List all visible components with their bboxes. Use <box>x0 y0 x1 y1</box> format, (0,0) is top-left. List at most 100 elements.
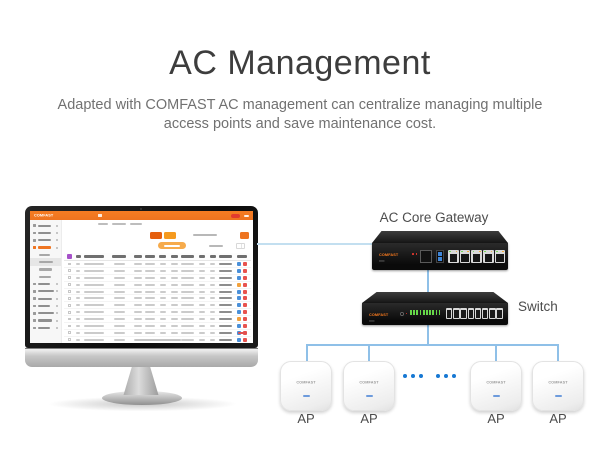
notification-badge <box>231 213 240 218</box>
table-cell <box>157 304 169 307</box>
line-monitor-gateway <box>257 243 372 245</box>
table-cell <box>82 311 107 314</box>
table-cell <box>157 283 169 286</box>
switch-ethernet-port <box>453 308 460 319</box>
table-cell <box>217 331 233 334</box>
table-cell <box>169 276 180 279</box>
gateway-ethernet-port <box>494 250 506 263</box>
switch-ethernet-port <box>489 308 496 319</box>
table-cell <box>107 324 132 327</box>
table-cell <box>208 311 217 314</box>
table-header-cell <box>132 255 144 258</box>
table-row <box>64 275 251 282</box>
table-cell <box>233 303 251 308</box>
table-cell <box>75 269 82 272</box>
switch-ethernet-port <box>496 308 503 319</box>
ap-label-1: AP <box>297 411 315 426</box>
table-cell <box>64 324 75 328</box>
switch-led <box>416 310 419 315</box>
switch-device: COMFAST <box>362 292 508 325</box>
table-cell <box>132 283 144 286</box>
table-cell <box>208 290 217 293</box>
table-row <box>64 268 251 275</box>
table-cell <box>75 283 82 286</box>
table-cell <box>132 324 144 327</box>
table-cell <box>75 304 82 307</box>
table-cell <box>233 310 251 315</box>
table-row <box>64 330 251 337</box>
table-cell <box>233 337 251 342</box>
table-cell <box>132 311 144 314</box>
admin-sidebar <box>30 220 62 343</box>
table-cell <box>208 338 217 341</box>
ac-core-gateway-device: COMFAST <box>372 231 508 270</box>
ap-device-2: COMFAST <box>343 361 395 411</box>
switch-power-led <box>405 312 408 315</box>
page-subtitle-line1: Adapted with COMFAST AC management can c… <box>57 97 543 113</box>
monitor-stand <box>123 367 159 395</box>
table-cell <box>144 262 156 265</box>
table-cell <box>169 311 180 314</box>
table-cell <box>157 311 169 314</box>
switch-status-leds <box>410 310 441 315</box>
admin-footer-text <box>134 338 181 341</box>
table-cell <box>82 262 107 265</box>
table-cell <box>233 261 251 266</box>
table-cell <box>180 331 196 334</box>
table-cell <box>196 297 208 300</box>
table-cell <box>64 317 75 321</box>
batch-action-button <box>158 242 186 249</box>
table-cell <box>217 338 233 341</box>
ellipsis-dot <box>411 374 415 378</box>
table-cell <box>132 331 144 334</box>
ap-led <box>554 395 562 397</box>
table-cell <box>196 318 208 321</box>
gateway-label: AC Core Gateway <box>379 210 489 225</box>
table-cell <box>157 290 169 293</box>
page-size-stepper <box>236 243 245 249</box>
table-cell <box>233 289 251 294</box>
table-cell <box>208 331 217 334</box>
table-cell <box>233 317 251 322</box>
table-row <box>64 316 251 324</box>
page-size-label <box>209 245 223 248</box>
table-cell <box>107 262 132 265</box>
sidebar-subitem <box>30 251 61 258</box>
table-cell <box>233 268 251 273</box>
table-row <box>64 302 251 310</box>
switch-ethernet-port <box>446 308 453 319</box>
switch-led <box>419 310 422 315</box>
table-cell <box>196 262 208 265</box>
table-cell <box>217 290 233 293</box>
table-cell <box>144 276 156 279</box>
table-cell <box>144 304 156 307</box>
table-cell <box>144 311 156 314</box>
table-cell <box>144 297 156 300</box>
table-cell <box>132 262 144 265</box>
table-cell <box>180 338 196 341</box>
table-cell <box>132 276 144 279</box>
gateway-led <box>412 253 414 255</box>
table-header-cell <box>144 255 156 258</box>
ellipsis-dot <box>419 374 423 378</box>
ap-led <box>302 395 310 397</box>
table-cell <box>196 304 208 307</box>
table-cell <box>180 276 196 279</box>
monitor-webcam-dot <box>140 208 142 210</box>
sidebar-item <box>30 302 61 309</box>
breadcrumb <box>98 223 142 226</box>
table-cell <box>208 276 217 279</box>
sidebar-subitem <box>30 258 61 266</box>
table-cell <box>208 318 217 321</box>
table-cell <box>75 290 82 293</box>
switch-ethernet-port <box>474 308 482 319</box>
table-cell <box>180 324 196 327</box>
switch-label: Switch <box>518 299 558 314</box>
table-cell <box>157 331 169 334</box>
sidebar-item <box>30 288 61 295</box>
table-cell <box>82 304 107 307</box>
table-cell <box>208 269 217 272</box>
table-header-cell <box>180 255 196 258</box>
switch-ethernet-port <box>467 308 474 319</box>
sidebar-item <box>30 310 61 317</box>
